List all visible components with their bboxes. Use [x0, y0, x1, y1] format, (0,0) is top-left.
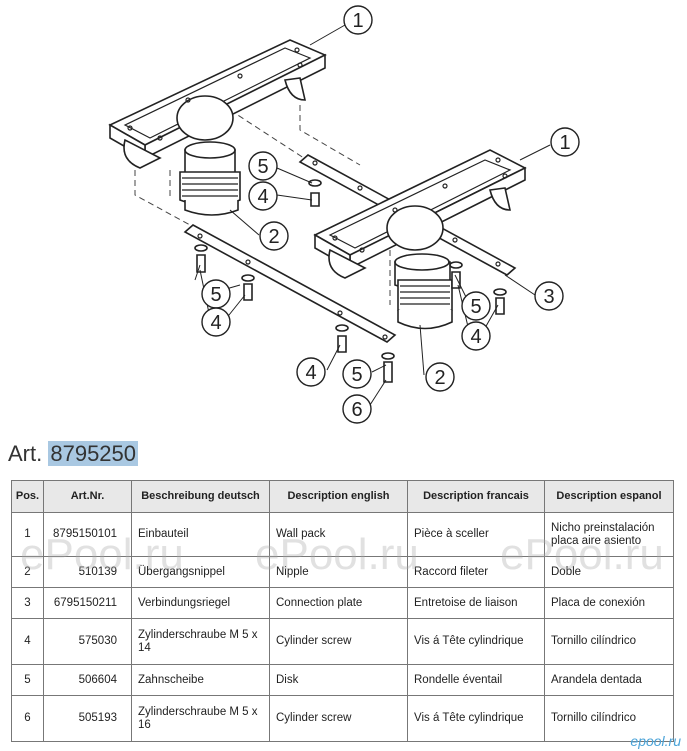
cell-english: Nipple — [269, 556, 408, 588]
svg-text:2: 2 — [268, 226, 279, 248]
cell-espanol: Arandela dentada — [544, 664, 674, 696]
svg-text:1: 1 — [352, 10, 363, 32]
cell-pos: 3 — [11, 587, 44, 619]
cell-francais: Entretoise de liaison — [407, 587, 545, 619]
cell-art-nr: 506604 — [43, 664, 132, 696]
callout-5-left: 5 — [201, 279, 231, 309]
cell-english: Cylinder screw — [269, 695, 408, 742]
cell-english: Connection plate — [269, 587, 408, 619]
svg-text:5: 5 — [257, 156, 268, 178]
cell-francais: Rondelle éventail — [407, 664, 545, 696]
article-prefix: Art. — [8, 441, 43, 466]
cell-art-nr: 510139 — [43, 556, 132, 588]
cell-english: Disk — [269, 664, 408, 696]
header-art-nr: Art.Nr. — [43, 480, 132, 513]
cell-pos: 2 — [11, 556, 44, 588]
cell-francais: Pièce à sceller — [407, 512, 545, 557]
table-header-row: Pos. Art.Nr. Beschreibung deutsch Descri… — [11, 480, 674, 513]
cell-english: Wall pack — [269, 512, 408, 557]
table-row: 1 8795150101 Einbauteil Wall pack Pièce … — [11, 512, 674, 557]
svg-text:4: 4 — [257, 186, 268, 208]
callout-2-bottom: 2 — [425, 362, 455, 392]
header-pos: Pos. — [11, 480, 44, 513]
cell-deutsch: Übergangsnippel — [131, 556, 270, 588]
connection-plate-lower — [183, 224, 397, 343]
header-english: Description english — [269, 480, 408, 513]
header-espanol: Description espanol — [544, 480, 674, 513]
table-row: 5 506604 Zahnscheibe Disk Rondelle évent… — [11, 664, 674, 696]
table-row: 2 510139 Übergangsnippel Nipple Raccord … — [11, 556, 674, 588]
callout-1-top: 1 — [343, 5, 373, 35]
callout-4-left: 4 — [201, 307, 231, 337]
svg-text:3: 3 — [543, 286, 554, 308]
leader-lines — [194, 24, 551, 406]
svg-text:2: 2 — [434, 367, 445, 389]
cell-espanol: Placa de conexión — [544, 587, 674, 619]
callout-3-right: 3 — [534, 281, 564, 311]
wall-pack-left — [108, 39, 327, 216]
svg-text:6: 6 — [351, 399, 362, 421]
header-deutsch: Beschreibung deutsch — [131, 480, 270, 513]
svg-text:4: 4 — [470, 326, 481, 348]
svg-text:5: 5 — [470, 296, 481, 318]
callout-4-upper: 4 — [248, 181, 278, 211]
svg-text:5: 5 — [210, 284, 221, 306]
cell-espanol: Doble — [544, 556, 674, 588]
cell-deutsch: Einbauteil — [131, 512, 270, 557]
cell-francais: Vis á Tête cylindrique — [407, 618, 545, 665]
svg-text:5: 5 — [351, 364, 362, 386]
callout-5-right: 5 — [461, 291, 491, 321]
wall-pack-right — [313, 149, 527, 330]
cell-pos: 6 — [11, 695, 44, 742]
cell-pos: 4 — [11, 618, 44, 665]
cell-art-nr: 8795150101 — [43, 512, 132, 557]
cell-espanol: Tornillo cilíndrico — [544, 695, 674, 742]
cell-deutsch: Zylinderschraube M 5 x 16 — [131, 695, 270, 742]
cell-art-nr: 575030 — [43, 618, 132, 665]
header-francais: Description francais — [407, 480, 545, 513]
cell-pos: 5 — [11, 664, 44, 696]
cell-deutsch: Zylinderschraube M 5 x 14 — [131, 618, 270, 665]
exploded-parts-diagram: 1 1 5 4 2 5 4 3 5 4 4 5 2 6 — [108, 5, 580, 424]
cell-francais: Raccord fileter — [407, 556, 545, 588]
svg-text:1: 1 — [559, 132, 570, 154]
callout-5-bottom: 5 — [342, 359, 372, 389]
cell-art-nr: 505193 — [43, 695, 132, 742]
site-logo: epool.ru — [630, 733, 681, 749]
cell-espanol: Nicho preinstalación placa aire asiento — [544, 512, 674, 557]
table-row: 6 505193 Zylinderschraube M 5 x 16 Cylin… — [11, 695, 674, 742]
cell-pos: 1 — [11, 512, 44, 557]
cell-deutsch: Zahnscheibe — [131, 664, 270, 696]
callout-2-left: 2 — [259, 221, 289, 251]
cell-art-nr: 6795150211 — [43, 587, 132, 619]
callout-1-right: 1 — [550, 127, 580, 157]
callout-6-bottom: 6 — [342, 394, 372, 424]
callout-4-right: 4 — [461, 321, 491, 351]
parts-table: Pos. Art.Nr. Beschreibung deutsch Descri… — [11, 480, 674, 742]
article-number: 8795250 — [48, 441, 139, 466]
table-row: 4 575030 Zylinderschraube M 5 x 14 Cylin… — [11, 618, 674, 665]
article-heading: Art. 8795250 — [8, 441, 139, 467]
svg-text:4: 4 — [210, 312, 221, 334]
callout-4-bottom: 4 — [296, 357, 326, 387]
callout-5-upper: 5 — [248, 151, 278, 181]
svg-text:4: 4 — [305, 362, 316, 384]
table-row: 3 6795150211 Verbindungsriegel Connectio… — [11, 587, 674, 619]
cell-francais: Vis á Tête cylindrique — [407, 695, 545, 742]
cell-espanol: Tornillo cilíndrico — [544, 618, 674, 665]
cell-english: Cylinder screw — [269, 618, 408, 665]
cell-deutsch: Verbindungsriegel — [131, 587, 270, 619]
